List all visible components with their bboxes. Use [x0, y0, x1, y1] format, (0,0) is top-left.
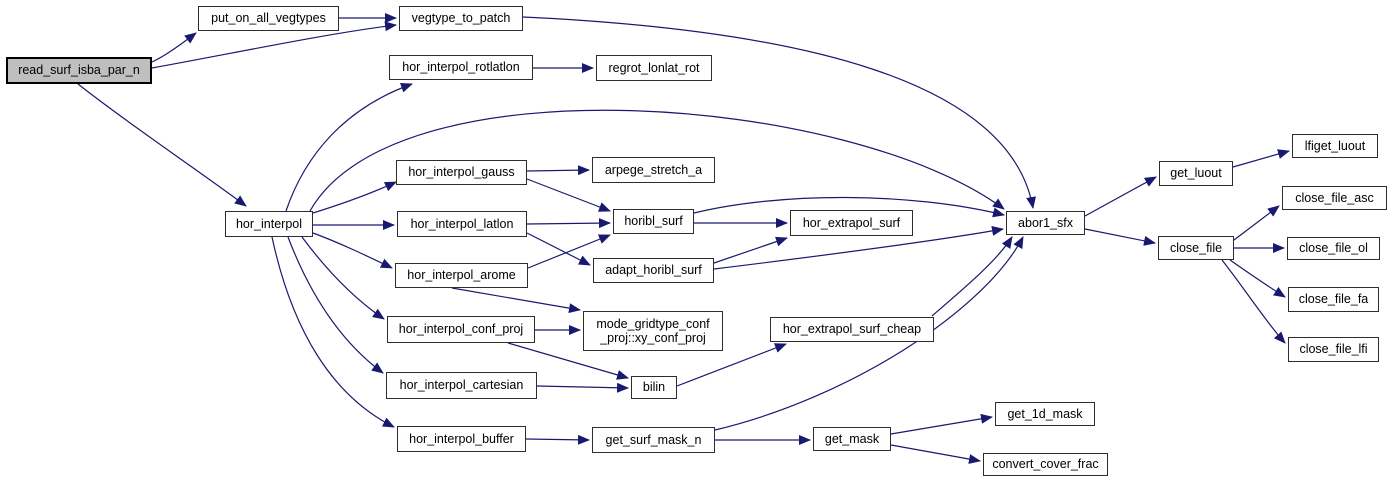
graph-node-hor_interpol_buffer[interactable]: hor_interpol_buffer — [397, 426, 526, 452]
graph-node-close_file[interactable]: close_file — [1158, 236, 1234, 260]
graph-node-hor_interpol_cartesian[interactable]: hor_interpol_cartesian — [386, 372, 537, 399]
graph-node-label: close_file_asc — [1295, 190, 1374, 205]
edge-get_luout-to-lfiget_luout — [1232, 149, 1290, 168]
graph-node-label: bilin — [642, 380, 666, 395]
edge-hor_interpol-to-hor_interpol_cartesian — [287, 236, 384, 374]
edge-hor_interpol_buffer-to-get_surf_mask_n — [525, 434, 590, 445]
edge-hor_extrapol_surf_cheap-to-abor1_sfx — [931, 236, 1013, 317]
edge-vegtype_to_patch-to-abor1_sfx — [522, 16, 1036, 209]
graph-node-label: close_file_lfi — [1299, 342, 1368, 357]
edge-adapt_horibl_surf-to-abor1_sfx — [713, 226, 1004, 270]
graph-node-xy_conf_proj[interactable]: mode_gridtype_conf _proj::xy_conf_proj — [583, 311, 723, 351]
graph-node-label: close_file_fa — [1298, 292, 1369, 307]
graph-node-label: vegtype_to_patch — [411, 11, 511, 26]
graph-node-close_file_ol[interactable]: close_file_ol — [1287, 237, 1380, 260]
graph-node-get_1d_mask[interactable]: get_1d_mask — [995, 402, 1095, 426]
graph-node-hor_extrapol_surf[interactable]: hor_extrapol_surf — [790, 210, 913, 236]
graph-node-label: hor_extrapol_surf_cheap — [782, 322, 922, 337]
edge-close_file-to-close_file_asc — [1233, 205, 1280, 241]
graph-node-horibl_surf[interactable]: horibl_surf — [613, 209, 694, 234]
edge-read_surf_isba_par_n-to-put_on_all_vegtypes — [151, 32, 197, 63]
graph-node-get_mask[interactable]: get_mask — [813, 427, 891, 451]
edge-hor_interpol-to-abor1_sfx — [309, 109, 1005, 212]
graph-node-label: regrot_lonlat_rot — [608, 60, 700, 75]
edge-hor_interpol-to-hor_interpol_gauss — [312, 181, 397, 214]
graph-node-hor_interpol[interactable]: hor_interpol — [225, 211, 313, 237]
graph-node-label: get_1d_mask — [1007, 406, 1083, 421]
graph-node-label: hor_interpol_rotlatlon — [402, 60, 520, 75]
edge-adapt_horibl_surf-to-hor_extrapol_surf — [713, 236, 788, 264]
graph-node-close_file_asc[interactable]: close_file_asc — [1282, 186, 1387, 210]
graph-node-label: horibl_surf — [624, 214, 683, 229]
graph-node-hor_interpol_rotlatlon[interactable]: hor_interpol_rotlatlon — [389, 55, 533, 80]
edge-hor_interpol-to-hor_interpol_buffer — [271, 236, 395, 428]
graph-node-label: convert_cover_frac — [992, 457, 1099, 472]
edge-close_file-to-close_file_fa — [1229, 259, 1286, 298]
graph-node-bilin[interactable]: bilin — [631, 376, 677, 399]
edge-read_surf_isba_par_n-to-hor_interpol — [77, 83, 247, 207]
graph-node-label: hor_interpol_cartesian — [399, 378, 524, 393]
graph-node-read_surf_isba_par_n: read_surf_isba_par_n — [6, 57, 152, 84]
graph-node-get_luout[interactable]: get_luout — [1159, 161, 1233, 186]
graph-node-label: abor1_sfx — [1018, 215, 1073, 230]
graph-node-label: hor_interpol_conf_proj — [398, 322, 524, 337]
graph-node-label: close_file — [1169, 240, 1223, 255]
edge-get_surf_mask_n-to-abor1_sfx — [714, 236, 1024, 431]
edge-hor_interpol_arome-to-xy_conf_proj — [451, 287, 581, 314]
graph-node-label: close_file_ol — [1299, 241, 1368, 256]
edge-get_mask-to-get_1d_mask — [890, 413, 993, 435]
graph-node-hor_interpol_latlon[interactable]: hor_interpol_latlon — [397, 211, 527, 237]
graph-node-label: hor_interpol_buffer — [409, 431, 514, 446]
graph-node-hor_interpol_gauss[interactable]: hor_interpol_gauss — [396, 160, 527, 185]
graph-node-hor_interpol_arome[interactable]: hor_interpol_arome — [395, 263, 528, 288]
graph-node-label: get_surf_mask_n — [605, 432, 702, 447]
edge-horibl_surf-to-abor1_sfx — [693, 196, 1005, 218]
edge-hor_interpol_gauss-to-arpege_stretch_a — [526, 165, 590, 176]
graph-node-close_file_fa[interactable]: close_file_fa — [1288, 287, 1379, 312]
graph-node-put_on_all_vegtypes[interactable]: put_on_all_vegtypes — [198, 6, 339, 31]
graph-node-arpege_stretch_a[interactable]: arpege_stretch_a — [592, 157, 715, 183]
graph-node-label: lfiget_luout — [1304, 138, 1366, 153]
edge-get_mask-to-convert_cover_frac — [890, 444, 981, 464]
edge-hor_interpol_gauss-to-horibl_surf — [526, 178, 611, 212]
graph-node-label: hor_extrapol_surf — [802, 215, 901, 230]
edge-hor_interpol_cartesian-to-bilin — [536, 382, 629, 393]
edge-group — [77, 13, 1290, 464]
graph-node-label: hor_interpol_arome — [407, 268, 516, 283]
graph-node-label: mode_gridtype_conf _proj::xy_conf_proj — [596, 316, 710, 345]
graph-node-label: read_surf_isba_par_n — [18, 63, 140, 78]
edge-hor_interpol-to-hor_interpol_conf_proj — [301, 236, 385, 320]
graph-node-label: get_mask — [824, 431, 880, 446]
graph-node-label: arpege_stretch_a — [604, 162, 703, 177]
graph-node-lfiget_luout[interactable]: lfiget_luout — [1292, 134, 1378, 158]
edge-hor_interpol_arome-to-horibl_surf — [527, 234, 611, 269]
edge-close_file-to-close_file_lfi — [1221, 259, 1286, 344]
graph-node-label: hor_interpol_latlon — [410, 216, 514, 231]
graph-node-get_surf_mask_n[interactable]: get_surf_mask_n — [592, 427, 715, 453]
edge-hor_interpol_latlon-to-adapt_horibl_surf — [526, 232, 591, 266]
graph-node-label: hor_interpol — [235, 216, 302, 231]
edge-abor1_sfx-to-get_luout — [1084, 176, 1157, 217]
graph-node-label: hor_interpol_gauss — [408, 165, 515, 180]
edge-hor_interpol_conf_proj-to-bilin — [507, 342, 629, 380]
edge-hor_interpol-to-hor_interpol_rotlatlon — [285, 83, 413, 212]
graph-node-regrot_lonlat_rot[interactable]: regrot_lonlat_rot — [596, 55, 712, 81]
edge-hor_interpol-to-hor_interpol_arome — [312, 232, 393, 269]
graph-node-close_file_lfi[interactable]: close_file_lfi — [1288, 337, 1379, 362]
graph-node-hor_interpol_conf_proj[interactable]: hor_interpol_conf_proj — [387, 316, 535, 343]
edge-abor1_sfx-to-close_file — [1084, 228, 1156, 246]
graph-node-hor_extrapol_surf_cheap[interactable]: hor_extrapol_surf_cheap — [770, 317, 934, 342]
edge-hor_interpol_latlon-to-horibl_surf — [526, 218, 611, 229]
graph-node-adapt_horibl_surf[interactable]: adapt_horibl_surf — [593, 258, 714, 283]
graph-node-label: put_on_all_vegtypes — [211, 11, 326, 26]
edge-read_surf_isba_par_n-to-vegtype_to_patch — [151, 21, 397, 69]
graph-node-convert_cover_frac[interactable]: convert_cover_frac — [983, 453, 1108, 476]
graph-node-vegtype_to_patch[interactable]: vegtype_to_patch — [399, 6, 523, 31]
graph-node-label: adapt_horibl_surf — [605, 263, 702, 278]
edge-bilin-to-hor_extrapol_surf_cheap — [676, 343, 787, 387]
graph-node-abor1_sfx[interactable]: abor1_sfx — [1006, 211, 1085, 235]
graph-node-label: get_luout — [1170, 166, 1222, 181]
